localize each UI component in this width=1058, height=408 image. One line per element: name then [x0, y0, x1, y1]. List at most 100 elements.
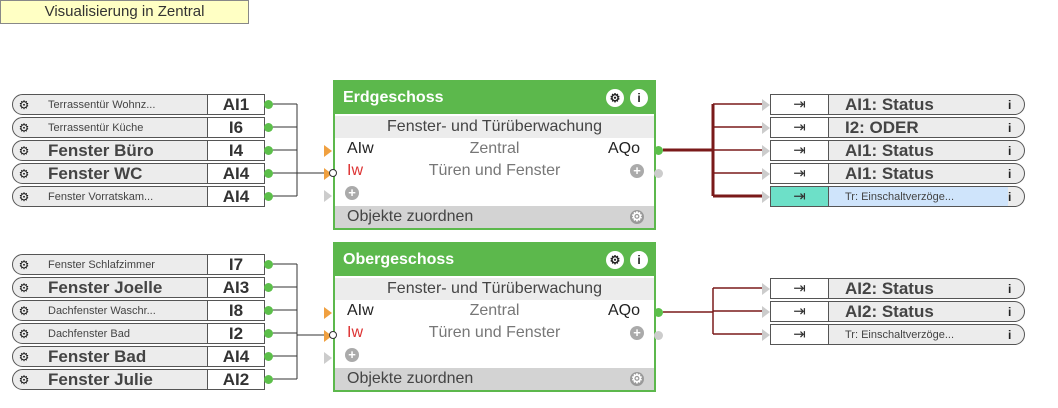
aqo-connector[interactable]: [654, 308, 663, 317]
settings-icon[interactable]: ⚙: [630, 371, 644, 386]
output-connector[interactable]: [264, 123, 273, 132]
gear-icon[interactable]: ⚙: [18, 326, 30, 341]
info-icon[interactable]: i: [630, 89, 648, 107]
output-label: Tr: Einschaltverzöge...: [829, 187, 1008, 206]
assign-objects-button[interactable]: Objekte zuordnen ⚙: [335, 206, 654, 228]
gear-icon[interactable]: ⚙: [18, 349, 30, 364]
assign-objects-button[interactable]: Objekte zuordnen⚙: [335, 368, 654, 390]
input-code: AI1: [207, 95, 264, 114]
assign-objects-label: Objekte zuordnen: [347, 208, 474, 225]
input-name: Terrassentür Küche: [48, 121, 144, 134]
output-connector[interactable]: [264, 192, 273, 201]
output-aqo[interactable]: AQo: [607, 302, 640, 319]
input-port-marker[interactable]: [324, 352, 332, 364]
output-connector[interactable]: [264, 306, 273, 315]
add-input-icon[interactable]: +: [345, 348, 359, 362]
block-title: Obergeschoss: [343, 251, 455, 268]
input-name: Dachfenster Bad: [48, 327, 130, 340]
output-connector[interactable]: [264, 260, 273, 269]
input-object-row[interactable]: ⚙Terrassentür Wohnz...AI1: [12, 94, 265, 115]
output-connector[interactable]: [264, 169, 273, 178]
gear-icon[interactable]: ⚙: [18, 166, 30, 181]
output-object-row[interactable]: ⇥ AI1: Status i: [770, 140, 1025, 161]
input-object-icon: ⇥: [771, 118, 829, 137]
info-icon[interactable]: i: [1008, 97, 1012, 112]
gear-icon[interactable]: ⚙: [606, 251, 624, 269]
gear-icon[interactable]: ⚙: [18, 143, 30, 158]
input-object-icon: ⇥: [771, 141, 829, 160]
input-port-marker: [762, 168, 770, 180]
block-header[interactable]: Erdgeschoss⚙i: [335, 82, 654, 114]
gear-icon[interactable]: ⚙: [18, 120, 30, 135]
gear-icon[interactable]: ⚙: [18, 257, 30, 272]
unused-connector[interactable]: [654, 331, 663, 340]
input-name: Fenster Bad: [48, 346, 147, 366]
gear-icon[interactable]: ⚙: [18, 189, 30, 204]
input-object-row[interactable]: ⚙Dachfenster Waschr...I8: [12, 300, 265, 321]
output-connector[interactable]: [264, 375, 273, 384]
gear-icon[interactable]: ⚙: [18, 280, 30, 295]
input-port-marker[interactable]: [324, 307, 332, 319]
add-output-icon[interactable]: +: [630, 164, 644, 178]
input-port-marker: [762, 191, 770, 203]
output-object-row[interactable]: ⇥Tr: Einschaltverzöge...i: [770, 186, 1025, 207]
unused-connector[interactable]: [654, 169, 663, 178]
info-icon[interactable]: i: [1008, 304, 1012, 319]
gear-icon[interactable]: ⚙: [18, 97, 30, 112]
input-aiw[interactable]: AIw: [347, 140, 374, 157]
input-aiw[interactable]: AIw: [347, 302, 374, 319]
gear-icon[interactable]: ⚙: [606, 89, 624, 107]
output-connector[interactable]: [264, 352, 273, 361]
input-code: I8: [207, 301, 264, 320]
input-iw[interactable]: Iw: [347, 162, 363, 179]
input-port-marker[interactable]: [324, 330, 332, 342]
output-object-row[interactable]: ⇥Tr: Einschaltverzöge...i: [770, 324, 1025, 345]
function-block-0[interactable]: Erdgeschoss⚙i Fenster- und Türüberwachun…: [333, 80, 656, 230]
input-object-icon: ⇥: [771, 325, 829, 344]
add-input-icon[interactable]: +: [345, 186, 359, 200]
function-block-1[interactable]: Obergeschoss⚙i Fenster- und Türüberwachu…: [333, 242, 656, 392]
output-object-row[interactable]: ⇥ I2: ODER i: [770, 117, 1025, 138]
add-output-icon[interactable]: +: [630, 326, 644, 340]
info-icon[interactable]: i: [1008, 281, 1012, 296]
input-port-marker[interactable]: [324, 145, 332, 157]
info-icon[interactable]: i: [1008, 166, 1012, 181]
gear-icon[interactable]: ⚙: [18, 303, 30, 318]
gear-icon[interactable]: ⚙: [18, 372, 30, 387]
block-label: Türen und Fenster: [428, 162, 561, 179]
info-icon[interactable]: i: [1008, 143, 1012, 158]
input-name: Fenster Julie: [48, 369, 153, 389]
output-connector[interactable]: [264, 100, 273, 109]
output-aqo[interactable]: AQo: [607, 140, 640, 157]
info-icon[interactable]: i: [1008, 189, 1012, 204]
input-object-row[interactable]: ⚙Fenster Vorratskam...AI4: [12, 186, 265, 207]
input-iw[interactable]: Iw: [347, 324, 363, 341]
output-label: AI1: Status: [845, 163, 934, 183]
aqo-connector[interactable]: [654, 146, 663, 155]
input-name: Fenster WC: [48, 163, 143, 183]
info-icon[interactable]: i: [1008, 120, 1012, 135]
input-port-marker[interactable]: [324, 190, 332, 202]
input-port-marker[interactable]: [324, 168, 332, 180]
output-label: I2: ODER: [845, 117, 919, 137]
info-icon[interactable]: i: [1008, 327, 1012, 342]
info-icon[interactable]: i: [630, 251, 648, 269]
output-connector[interactable]: [264, 329, 273, 338]
output-label: AI1: Status: [845, 140, 934, 160]
block-header[interactable]: Obergeschoss ⚙ i: [335, 244, 654, 276]
settings-icon[interactable]: ⚙: [630, 209, 644, 224]
output-connector[interactable]: [264, 283, 273, 292]
output-connector[interactable]: [264, 146, 273, 155]
